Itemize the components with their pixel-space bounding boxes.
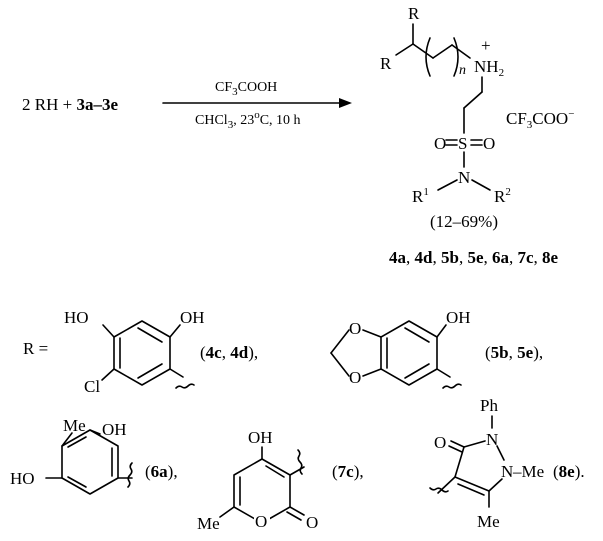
arrow-reagent-label: CF3COOH <box>215 80 277 98</box>
attachment-wavy-mark <box>297 449 303 475</box>
bond-ch2-bottom <box>330 352 350 377</box>
label-me: Me <box>477 512 500 531</box>
bond-carbonyl-a <box>289 506 305 516</box>
substituent-chlorophenol: HO OH Cl (4c, 4d), <box>64 308 258 396</box>
bond-chain <box>432 44 453 59</box>
r-equals-label: R = <box>23 339 48 358</box>
dioxole-o-bottom: O <box>349 368 361 387</box>
label-me: Me <box>197 514 220 533</box>
bond-c4-c5-double <box>457 483 485 496</box>
substituent-pyranone: O OH Me O (7c), <box>197 428 364 533</box>
substituent-methylresorcinol: Me OH HO (6a), <box>10 416 178 495</box>
bond-carbonyl-b <box>286 511 302 521</box>
bond-n1-n2 <box>496 445 505 461</box>
bond-me <box>219 506 235 518</box>
bond-attachment <box>436 368 451 378</box>
carbonyl-o: O <box>306 513 318 532</box>
label-oh: OH <box>248 428 273 447</box>
substituent-pyrazolone: Ph N N –Me O Me (8e). <box>429 396 585 531</box>
ammonium-plus: + <box>481 36 491 55</box>
bond-carbonyl-b <box>448 445 463 453</box>
bond-ch-chain <box>412 43 434 59</box>
label-ho: HO <box>10 469 35 488</box>
reaction-equation: 2 RH + 3a–3e CF3COOH CHCl3, 23oC, 10 h <box>22 80 352 131</box>
reaction-arrow-head <box>339 98 352 108</box>
bond-o-bottom <box>362 368 382 377</box>
attachment-wavy-mark <box>175 383 195 389</box>
ring-o-mask <box>254 510 270 530</box>
bond-n-r1 <box>437 179 458 191</box>
yield-range: (12–69%) <box>430 212 498 231</box>
attachment-wavy-mark <box>127 462 133 488</box>
bracket-right <box>453 37 459 77</box>
reactants-label: 2 RH + 3a–3e <box>22 95 118 114</box>
attachment-wavy-mark <box>442 383 462 389</box>
bond-c5-n2 <box>488 478 503 492</box>
compound-ref-6a: (6a), <box>145 462 178 481</box>
ring-double-bond-b <box>265 465 285 478</box>
sulfonamide-r2: R2 <box>494 186 511 206</box>
bond-ch2-top <box>330 329 350 354</box>
ring-benzene <box>61 429 119 495</box>
bond-c4-c5 <box>454 476 490 492</box>
bond-oh <box>436 324 447 338</box>
sulfonyl-s: S <box>458 134 467 153</box>
bond-ch-r2 <box>395 43 414 56</box>
ring-double-bond-a <box>67 436 87 448</box>
compound-ref-4c-4d: (4c, 4d), <box>200 343 258 362</box>
bond-attachment <box>437 476 456 494</box>
bond-me <box>61 432 73 447</box>
sulfonyl-o-right: O <box>483 134 495 153</box>
bond-cl <box>101 368 115 381</box>
label-me: Me <box>63 416 86 435</box>
bond-oh <box>169 324 181 338</box>
product-structure: R R n NH2 + CF3COO− O S O N R1 R2 (12–69… <box>380 4 574 267</box>
label-cl: Cl <box>84 377 100 396</box>
ring-o: O <box>255 512 267 531</box>
ring-double-bond-a <box>137 327 163 343</box>
sulfonamide-r1: R1 <box>412 186 429 206</box>
carbonyl-o: O <box>434 433 446 452</box>
product-compound-list: 4a, 4d, 5b, 5e, 6a, 7c, 8e <box>389 248 559 267</box>
ammonium-nh2: NH2 <box>474 57 504 79</box>
label-ho: HO <box>64 308 89 327</box>
bond-ch2-ch2 <box>463 91 483 109</box>
sulfonamide-n: N <box>458 168 470 187</box>
label-oh: OH <box>446 308 471 327</box>
attachment-wavy-mark <box>429 487 449 493</box>
sulfonyl-o-left: O <box>434 134 446 153</box>
counterion: CF3COO− <box>506 108 574 131</box>
bond-attachment <box>169 368 184 378</box>
dioxole-o-top: O <box>349 319 361 338</box>
compound-ref-7c: (7c), <box>332 462 364 481</box>
bracket-left <box>425 37 431 77</box>
substituent-sesamol: O O OH (5b, 5e), <box>330 308 543 389</box>
arrow-conditions-label: CHCl3, 23oC, 10 h <box>195 109 301 131</box>
bond-o-top <box>362 329 382 338</box>
repeat-index-n: n <box>459 63 466 78</box>
bond-n1-c3 <box>463 440 486 448</box>
ring-n1: N <box>486 430 498 449</box>
bond-carbonyl-a <box>450 440 465 448</box>
label-oh: OH <box>102 420 127 439</box>
product-r-top: R <box>408 4 420 23</box>
bond-n-r2 <box>471 179 491 191</box>
label-n-me: –Me <box>512 462 544 481</box>
label-ph: Ph <box>480 396 498 415</box>
ring-n2: N <box>501 462 513 481</box>
ring-double-bond-b <box>137 363 163 379</box>
product-r-left: R <box>380 54 392 73</box>
ring-double-bond-a <box>404 327 430 343</box>
bond-chain-n <box>451 44 471 59</box>
bond-oh <box>89 429 101 435</box>
compound-ref-8e: (8e). <box>553 462 585 481</box>
compound-ref-5b-5e: (5b, 5e), <box>485 343 543 362</box>
ring-double-bond-c <box>67 476 87 488</box>
label-oh: OH <box>180 308 205 327</box>
ring-double-bond-b <box>404 363 430 379</box>
bond-ho <box>102 324 115 338</box>
